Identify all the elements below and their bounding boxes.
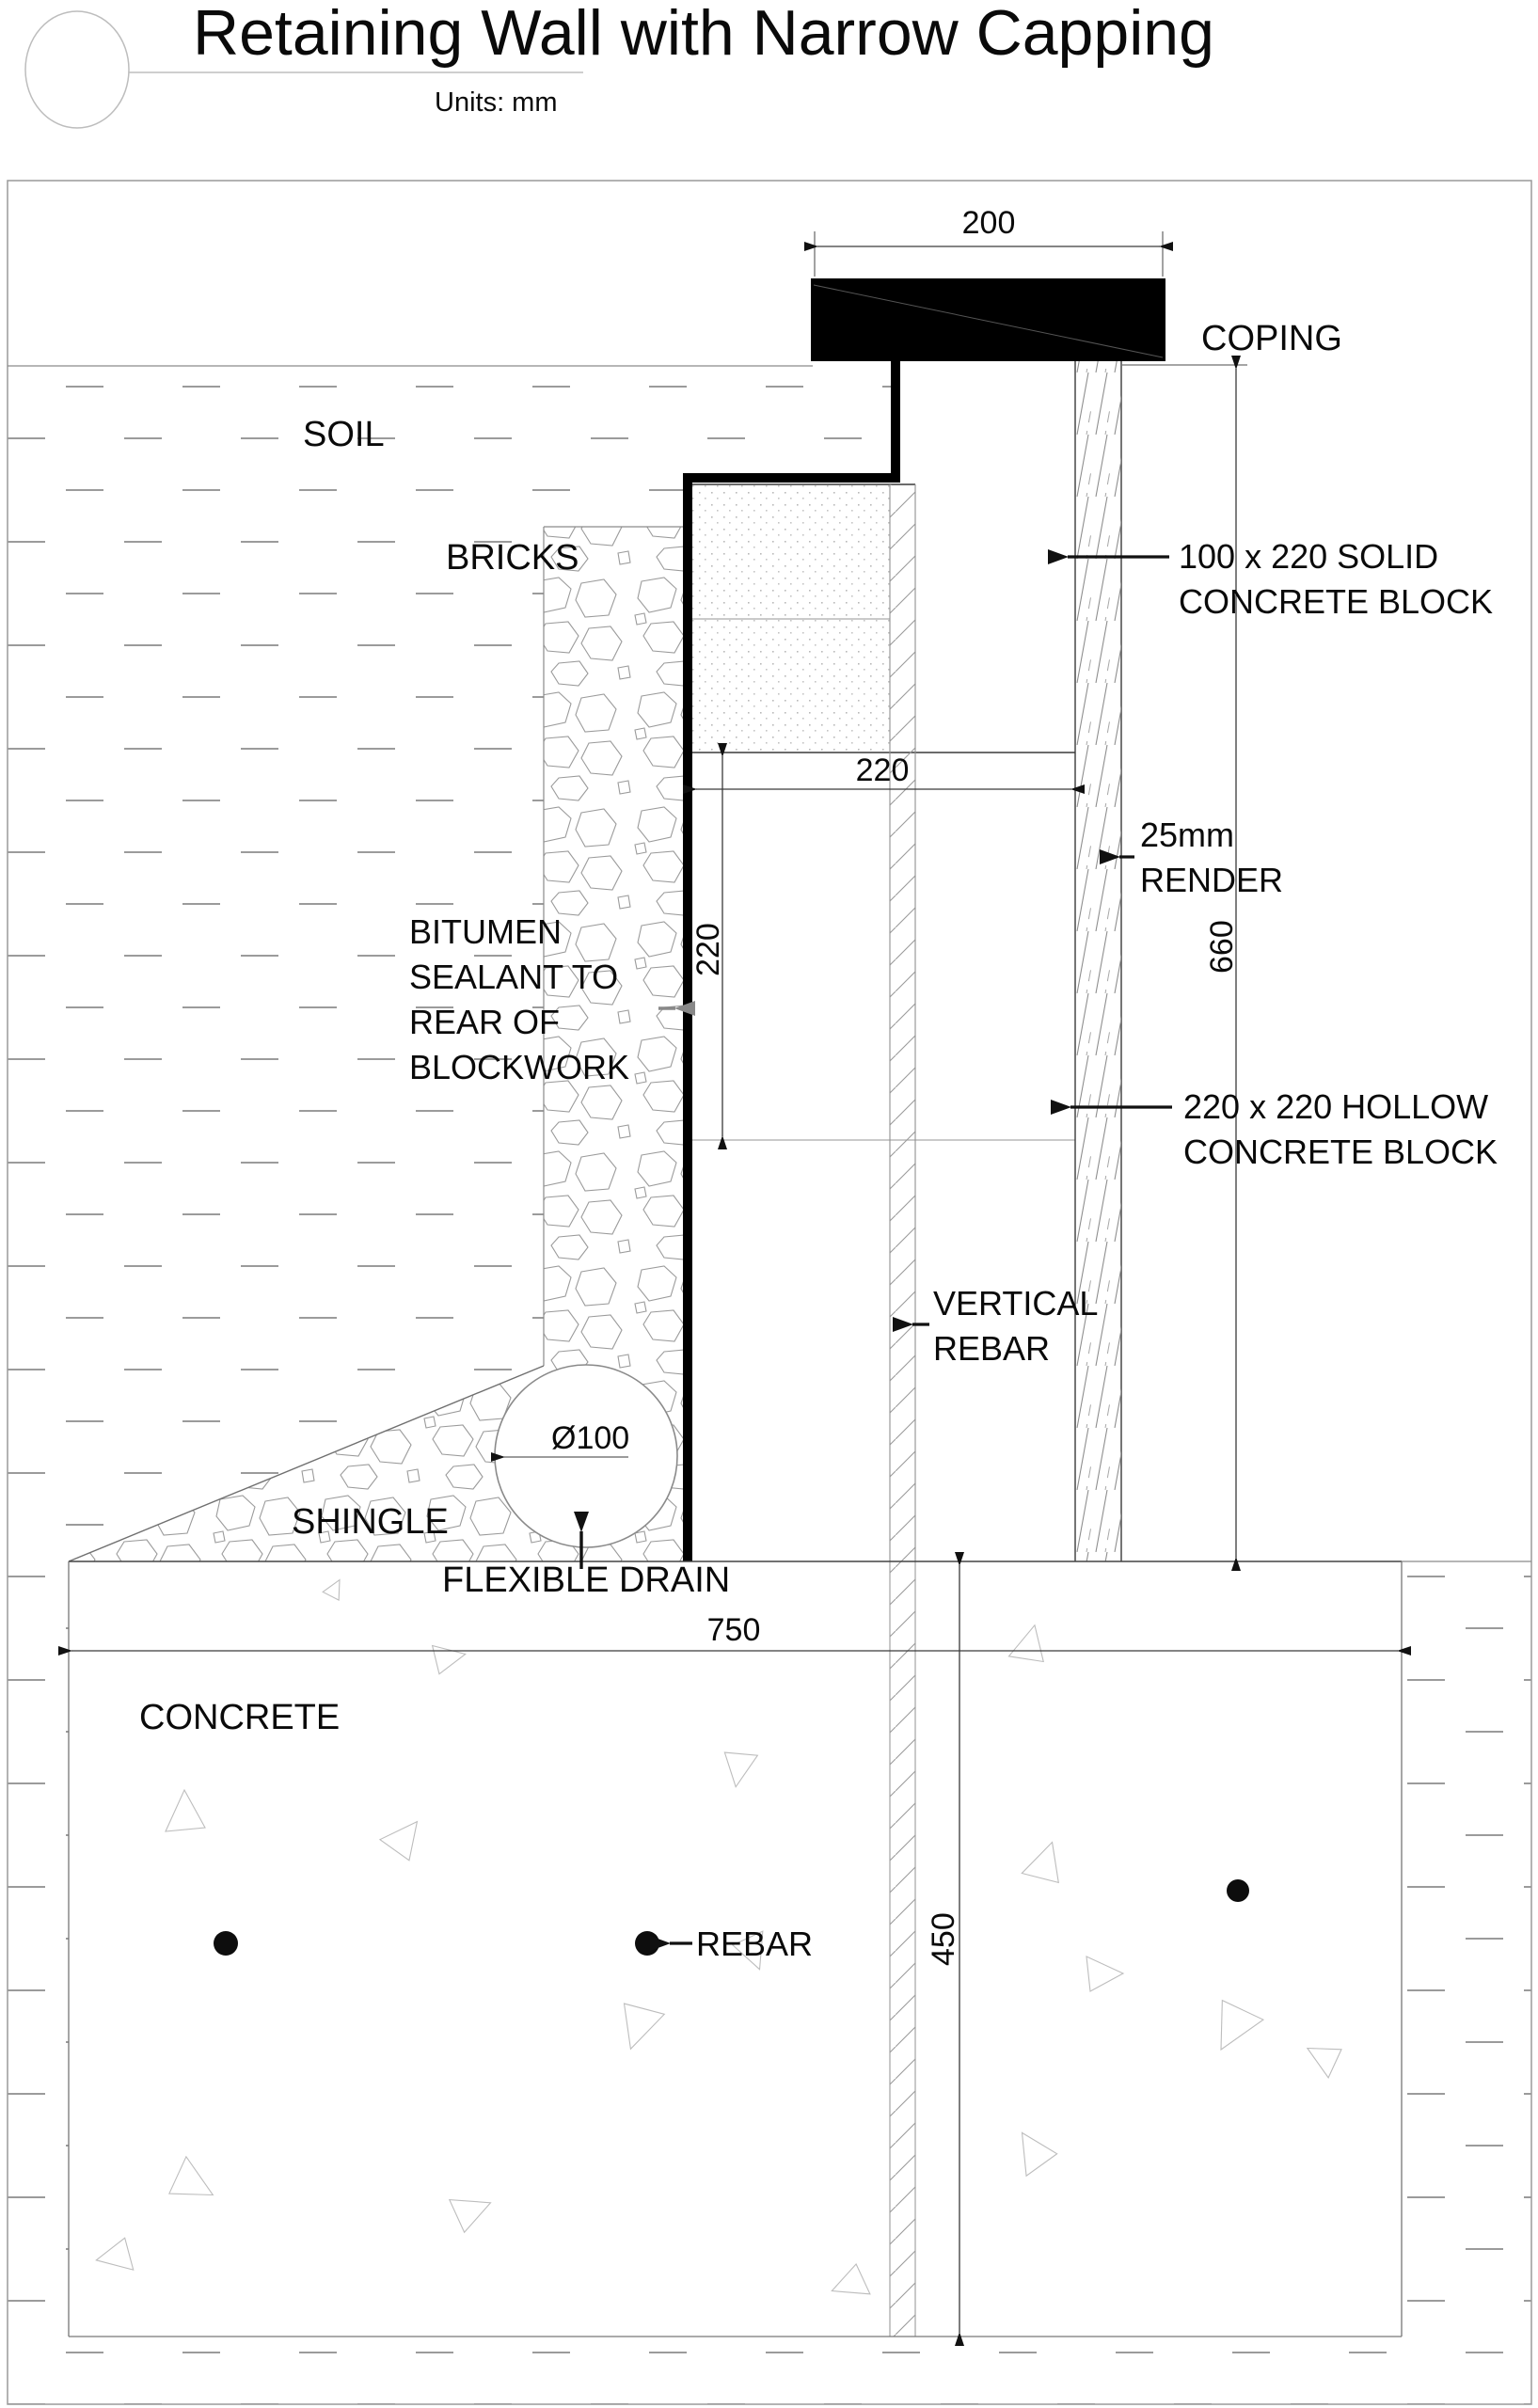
dim-wall-width: 220 — [856, 752, 910, 788]
logo-circle — [24, 10, 130, 129]
flexible-drain-pipe — [494, 1364, 678, 1548]
solid-block-callout: 100 x 220 SOLID CONCRETE BLOCK — [1048, 537, 1493, 621]
dimension-lines — [58, 231, 1411, 2346]
bricks-region — [688, 483, 915, 752]
hollow-block-label-1: 220 x 220 HOLLOW — [1183, 1087, 1488, 1126]
dim-footing-width: 750 — [707, 1612, 761, 1648]
rebar-dots — [214, 1879, 1249, 1956]
vertical-rebar-label-1: VERTICAL — [933, 1284, 1098, 1323]
solid-block-label-1: 100 x 220 SOLID — [1179, 537, 1438, 576]
rebar-dot-3 — [1227, 1879, 1249, 1902]
rebar-dot-2 — [635, 1931, 659, 1956]
concrete-label: CONCRETE — [139, 1698, 340, 1737]
dim-coping-width: 200 — [962, 205, 1016, 241]
flexible-drain-callout: FLEXIBLE DRAIN — [442, 1512, 730, 1600]
bitumen-callout: BITUMEN SEALANT TO REAR OF BLOCKWORK — [409, 912, 695, 1086]
units-label: Units: mm — [435, 87, 558, 118]
shingle-label: SHINGLE — [292, 1502, 449, 1542]
hollow-block-label-2: CONCRETE BLOCK — [1183, 1133, 1498, 1171]
bitumen-label-4: BLOCKWORK — [409, 1048, 629, 1086]
bitumen-sealant-line — [683, 361, 900, 1561]
drain-diameter-label: Ø100 — [551, 1420, 629, 1456]
soil-slope-line — [68, 1365, 545, 1562]
rebar-dot-1 — [214, 1931, 238, 1956]
coping-block — [811, 278, 1165, 361]
flexible-drain-label: FLEXIBLE DRAIN — [442, 1560, 730, 1600]
hollow-block-callout: 220 x 220 HOLLOW CONCRETE BLOCK — [1051, 1087, 1498, 1171]
rebar-label: REBAR — [696, 1925, 813, 1963]
vertical-rebar-callout: VERTICAL REBAR — [893, 1284, 1098, 1368]
dim-wall-height: 660 — [1204, 920, 1240, 974]
render-label-1: 25mm — [1140, 816, 1234, 854]
bitumen-label-2: SEALANT TO — [409, 958, 618, 996]
render-label-2: RENDER — [1140, 861, 1283, 899]
concrete-footing — [68, 1560, 1403, 2337]
soil-right-and-bottom — [8, 1560, 1531, 2404]
rebar-callout: REBAR — [650, 1925, 813, 1963]
title-block: Retaining Wall with Narrow Capping Units… — [24, 0, 1214, 129]
soil-label: SOIL — [303, 415, 385, 454]
vertical-rebar-label-2: REBAR — [933, 1329, 1050, 1368]
render-callout: 25mm RENDER — [1100, 816, 1283, 899]
bricks-label: BRICKS — [446, 538, 579, 578]
page-title: Retaining Wall with Narrow Capping — [193, 0, 1214, 69]
bitumen-label-3: REAR OF — [409, 1003, 560, 1041]
coping-label: COPING — [1201, 319, 1342, 358]
dim-footing-depth: 450 — [926, 1912, 961, 1966]
bitumen-label-1: BITUMEN — [409, 912, 562, 951]
render-strip — [1075, 361, 1121, 1561]
soil-retained-region — [8, 365, 891, 1561]
dim-course-height: 220 — [690, 923, 726, 976]
solid-block-label-2: CONCRETE BLOCK — [1179, 582, 1493, 621]
